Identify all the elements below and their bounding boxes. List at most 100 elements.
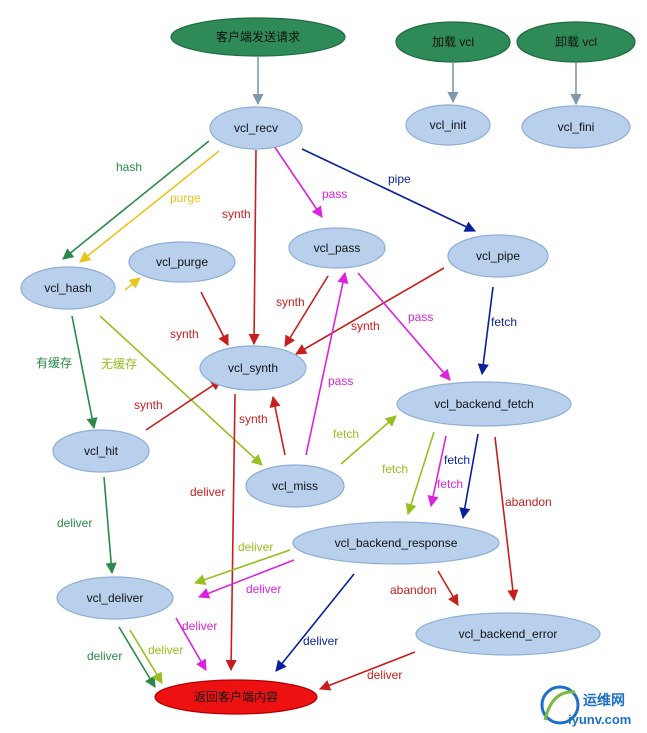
node-shape-vcl-fini — [521, 105, 631, 149]
label-pass-to-backend: pass — [408, 310, 433, 324]
edge-recv-to-pass — [273, 145, 323, 218]
label-fetch-navy: fetch — [444, 453, 470, 467]
label-deliver-to-client-magenta: deliver — [182, 619, 217, 633]
node-vcl-pipe: vcl_pipe — [447, 234, 549, 278]
edge-hash-to-hit — [71, 315, 98, 430]
watermark: 运维网 iyunv.com — [540, 685, 631, 727]
edge-purge-to-synth — [200, 291, 229, 346]
label-fetch-magenta: fetch — [437, 477, 463, 491]
node-label-vcl-deliver: vcl_deliver — [87, 591, 144, 605]
node-shape-vcl-backend-response — [292, 521, 500, 565]
node-vcl-hit: vcl_hit — [52, 429, 150, 473]
label-pass-recv: pass — [322, 187, 347, 201]
label-hash: hash — [116, 160, 142, 174]
edge-miss-to-backend — [340, 415, 397, 465]
node-label-vcl-hash: vcl_hash — [44, 281, 91, 295]
edge-miss-to-synth — [269, 395, 286, 456]
node-shape-vcl-backend-fetch — [396, 381, 572, 427]
label-pass-miss: pass — [328, 374, 353, 388]
node-shape-vcl-miss — [245, 464, 345, 508]
label-deliver-synth: deliver — [190, 485, 225, 499]
node-client-request: 客户端发送请求 — [170, 17, 346, 57]
node-vcl-recv: vcl_recv — [209, 106, 303, 150]
node-shape-vcl-pipe — [447, 234, 549, 278]
label-deliver-resp-navy: deliver — [303, 634, 338, 648]
label-synth-miss: synth — [239, 412, 268, 426]
edge-resp-to-client — [275, 573, 355, 672]
label-abandon-bf: abandon — [505, 495, 552, 509]
label-deliver-resp-magenta: deliver — [246, 582, 281, 596]
edge-miss-to-pass — [305, 271, 349, 456]
node-unload-vcl: 卸载 vcl — [516, 21, 636, 63]
label-deliver-to-client-lime: deliver — [148, 643, 183, 657]
node-vcl-backend-fetch: vcl_backend_fetch — [396, 381, 572, 427]
label-synth-pipe: synth — [351, 319, 380, 333]
edge-deliver-to-client-g — [118, 626, 156, 688]
edges-layer — [62, 57, 582, 691]
node-label-vcl-recv: vcl_recv — [234, 121, 278, 135]
edge-resp-to-deliver-lime — [193, 549, 291, 585]
node-shape-vcl-purge — [128, 241, 236, 283]
label-synth-hit: synth — [134, 398, 163, 412]
label-deliver-error: deliver — [367, 668, 402, 682]
label-cached: 有缓存 — [36, 356, 72, 370]
edge-deliver-to-client-m — [175, 617, 207, 671]
edge-pipe-to-synth — [295, 267, 445, 355]
node-vcl-miss: vcl_miss — [245, 464, 345, 508]
node-vcl-init: vcl_init — [405, 104, 491, 146]
node-vcl-purge: vcl_purge — [128, 241, 236, 283]
edge-deliver-to-client-l — [129, 629, 163, 684]
edge-synth-to-client — [225, 393, 237, 672]
edge-pipe-to-backend — [477, 286, 494, 376]
edge-bf-to-resp-navy — [459, 433, 479, 520]
node-shape-vcl-init — [405, 104, 491, 146]
edge-hit-to-deliver — [103, 476, 117, 575]
watermark-name: 运维网 — [583, 692, 625, 708]
node-shape-load-vcl — [395, 21, 511, 63]
label-purge: purge — [170, 191, 201, 205]
node-label-vcl-pass: vcl_pass — [314, 241, 361, 255]
label-fetch-pipe: fetch — [491, 315, 517, 329]
node-return-to-client: 返回客户端内容 — [154, 679, 318, 715]
node-label-vcl-init: vcl_init — [430, 118, 467, 132]
edge-labels-layer: hash purge synth pass pipe synth synth synth pas… — [36, 160, 552, 682]
edge-bf-to-resp-lime — [405, 431, 435, 516]
edge-hash-to-purge — [124, 277, 141, 291]
node-shape-vcl-synth — [199, 345, 307, 391]
node-shape-client-request — [170, 17, 346, 57]
node-label-vcl-miss: vcl_miss — [272, 479, 318, 493]
node-shape-vcl-hit — [52, 429, 150, 473]
label-fetch-miss: fetch — [333, 427, 359, 441]
node-shape-vcl-hash — [20, 266, 116, 310]
edge-pass-to-synth — [284, 275, 329, 347]
node-label-vcl-backend-fetch: vcl_backend_fetch — [434, 397, 533, 411]
node-label-vcl-pipe: vcl_pipe — [476, 249, 520, 263]
edge-pass-to-backend — [357, 272, 451, 381]
watermark-logo-swoosh — [543, 690, 576, 721]
label-deliver-resp-lime: deliver — [238, 540, 273, 554]
node-label-client-request: 客户端发送请求 — [216, 29, 300, 44]
node-shape-unload-vcl — [516, 21, 636, 63]
label-not-cached: 无缓存 — [101, 357, 137, 371]
node-load-vcl: 加载 vcl — [395, 21, 511, 63]
edge-recv-to-synth — [248, 149, 260, 346]
label-pipe: pipe — [388, 172, 411, 186]
edge-recv-to-hash-purge — [79, 150, 220, 263]
edge-bf-to-resp-magenta — [427, 435, 447, 508]
node-vcl-synth: vcl_synth — [199, 345, 307, 391]
node-shape-vcl-backend-error — [415, 612, 601, 656]
node-label-unload-vcl: 卸载 vcl — [555, 34, 597, 49]
edge-bf-to-error — [494, 436, 519, 602]
edge-error-to-client — [318, 651, 416, 691]
label-deliver-to-client-green: deliver — [87, 649, 122, 663]
label-synth-pass: synth — [276, 295, 305, 309]
node-shape-return-to-client — [154, 679, 318, 715]
node-vcl-hash: vcl_hash — [20, 266, 116, 310]
label-synth-recv: synth — [222, 207, 251, 221]
edge-resp-to-deliver-mag — [197, 559, 295, 599]
watermark-domain: iyunv.com — [568, 712, 631, 727]
node-vcl-backend-response: vcl_backend_response — [292, 521, 500, 565]
node-vcl-deliver: vcl_deliver — [56, 576, 174, 620]
